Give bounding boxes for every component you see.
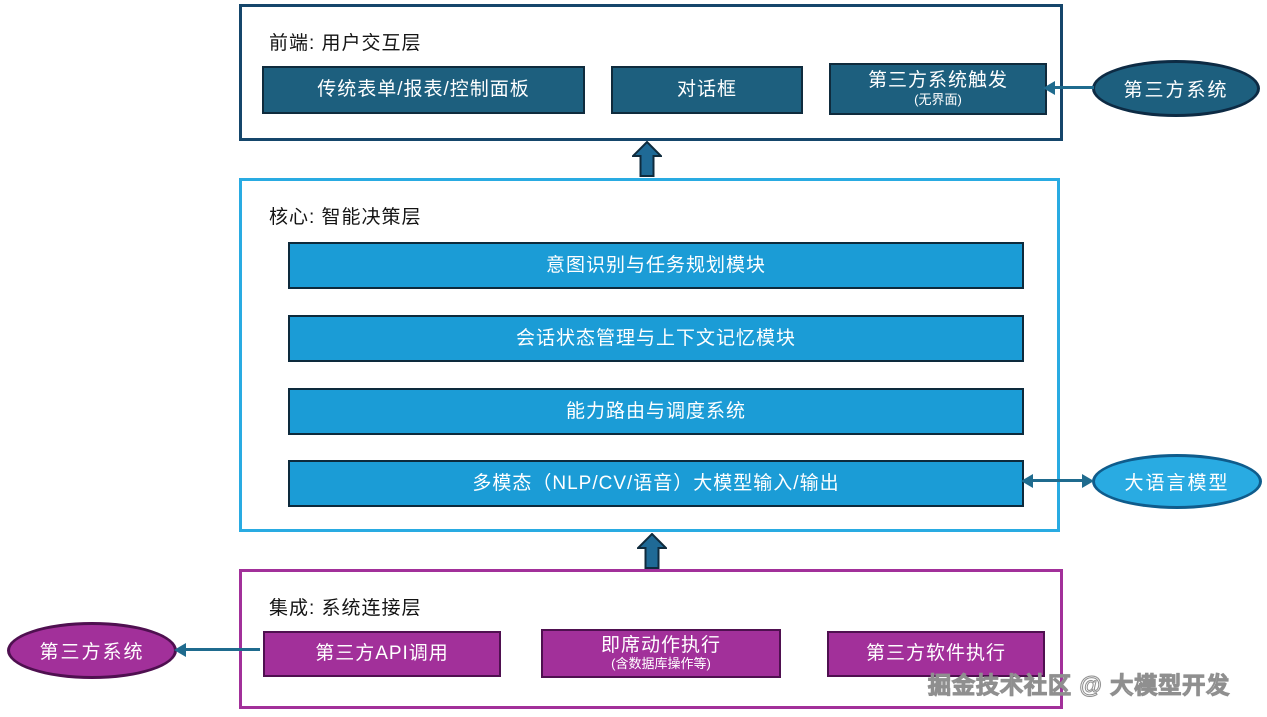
node-session-state: 会话状态管理与上下文记忆模块 xyxy=(288,315,1024,362)
node-dialog-box: 对话框 xyxy=(611,66,803,114)
ellipse-third-party-system-bottom: 第三方系统 xyxy=(7,622,177,679)
node-capability-routing: 能力路由与调度系统 xyxy=(288,388,1024,435)
arrowhead-right-icon xyxy=(1082,474,1094,488)
node-intent-recognition: 意图识别与任务规划模块 xyxy=(288,242,1024,289)
node-label: 多模态（NLP/CV/语音）大模型输入/输出 xyxy=(472,472,840,494)
node-label: 即席动作执行 xyxy=(600,634,721,656)
frontend-layer-container: 前端: 用户交互层 传统表单/报表/控制面板 对话框 第三方系统触发 (无界面) xyxy=(239,4,1063,141)
ellipse-label: 第三方系统 xyxy=(1123,80,1229,101)
up-arrow-icon xyxy=(632,141,662,177)
node-label: 第三方软件执行 xyxy=(865,643,1006,665)
node-label: 意图识别与任务规划模块 xyxy=(545,254,766,276)
node-adhoc-action: 即席动作执行 (含数据库操作等) xyxy=(541,629,781,678)
ellipse-large-language-model: 大语言模型 xyxy=(1092,454,1262,509)
frontend-layer-title: 前端: 用户交互层 xyxy=(269,33,422,54)
node-sublabel: (含数据库操作等) xyxy=(611,656,711,672)
ellipse-label: 大语言模型 xyxy=(1124,473,1230,494)
arrowhead-left-icon xyxy=(1021,474,1033,488)
arrowhead-left-icon xyxy=(174,643,186,657)
arrowhead-left-icon xyxy=(1043,81,1055,95)
node-third-party-trigger: 第三方系统触发 (无界面) xyxy=(829,63,1047,115)
connector-line-core xyxy=(1031,479,1084,482)
node-label: 会话状态管理与上下文记忆模块 xyxy=(515,327,796,349)
node-traditional-forms: 传统表单/报表/控制面板 xyxy=(262,66,585,114)
connector-line-frontend xyxy=(1052,86,1094,89)
node-third-party-software: 第三方软件执行 xyxy=(827,631,1045,677)
integration-layer-title: 集成: 系统连接层 xyxy=(269,598,422,619)
watermark-text: 掘金技术社区 @ 大模型开发 xyxy=(928,672,1231,699)
ellipse-third-party-system-top: 第三方系统 xyxy=(1092,60,1260,117)
node-sublabel: (无界面) xyxy=(914,91,962,107)
node-label: 传统表单/报表/控制面板 xyxy=(317,79,530,101)
node-multimodal-io: 多模态（NLP/CV/语音）大模型输入/输出 xyxy=(288,460,1024,507)
up-arrow-icon xyxy=(637,533,667,569)
node-third-party-api: 第三方API调用 xyxy=(263,631,501,677)
node-label: 能力路由与调度系统 xyxy=(565,400,746,422)
integration-layer-container: 集成: 系统连接层 第三方API调用 即席动作执行 (含数据库操作等) 第三方软… xyxy=(239,569,1063,709)
node-label: 第三方API调用 xyxy=(315,643,449,665)
node-label: 对话框 xyxy=(676,79,737,101)
core-layer-title: 核心: 智能决策层 xyxy=(269,207,422,228)
core-layer-container: 核心: 智能决策层 意图识别与任务规划模块 会话状态管理与上下文记忆模块 能力路… xyxy=(239,178,1060,532)
node-label: 第三方系统触发 xyxy=(867,70,1008,92)
connector-line-integration xyxy=(185,648,260,651)
ellipse-label: 第三方系统 xyxy=(39,642,145,663)
